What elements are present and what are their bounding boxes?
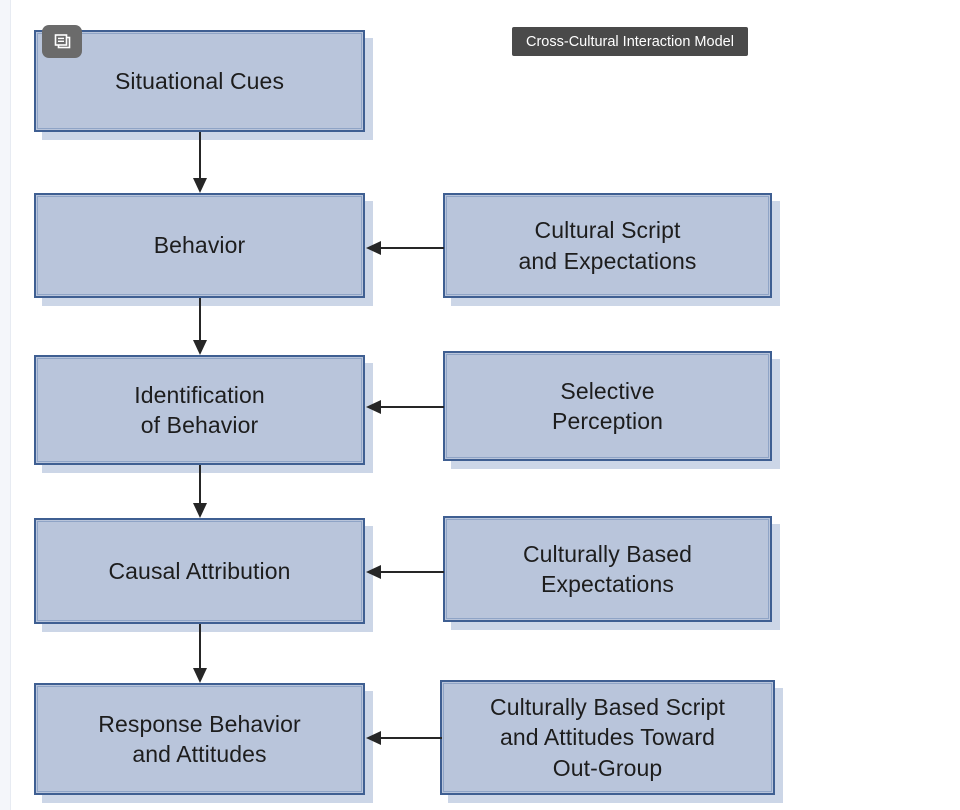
copy-slides-icon-button[interactable] [42, 25, 82, 58]
left-edge-rail [0, 0, 11, 810]
node-culturally-based-expectations[interactable]: Culturally Based Expectations [443, 516, 772, 622]
copy-slides-icon [54, 34, 71, 49]
node-response-behavior-and-attitudes[interactable]: Response Behavior and Attitudes [34, 683, 365, 795]
node-label: Causal Attribution [108, 557, 291, 584]
diagram-title-tooltip: Cross-Cultural Interaction Model [512, 27, 748, 56]
node-label: Situational Cues [114, 67, 285, 94]
arrow-head-left-icon [366, 565, 381, 579]
node-identification-of-behavior[interactable]: Identification of Behavior [34, 355, 365, 465]
arrow-head-down-icon [193, 178, 207, 193]
arrow-stem [199, 624, 201, 669]
arrow-stem [199, 132, 201, 179]
arrow-stem [199, 465, 201, 504]
node-label: Culturally Based Script and Attitudes To… [490, 693, 725, 781]
arrow-head-down-icon [193, 668, 207, 683]
arrow-stem [199, 298, 201, 341]
arrow-head-down-icon [193, 503, 207, 518]
arrow-stem [379, 247, 444, 249]
arrow-head-left-icon [366, 400, 381, 414]
arrow-stem [379, 571, 444, 573]
arrow-head-left-icon [366, 241, 381, 255]
node-label: Behavior [153, 232, 246, 259]
node-selective-perception[interactable]: Selective Perception [443, 351, 772, 461]
node-causal-attribution[interactable]: Causal Attribution [34, 518, 365, 624]
arrow-stem [379, 737, 442, 739]
node-label: Identification of Behavior [134, 381, 265, 438]
arrow-head-left-icon [366, 731, 381, 745]
arrow-stem [379, 406, 444, 408]
arrow-head-down-icon [193, 340, 207, 355]
node-cultural-script-and-expectations[interactable]: Cultural Script and Expectations [443, 193, 772, 298]
node-culturally-based-script-out-group[interactable]: Culturally Based Script and Attitudes To… [440, 680, 775, 795]
node-label: Cultural Script and Expectations [518, 217, 697, 274]
node-behavior[interactable]: Behavior [34, 193, 365, 298]
node-label: Selective Perception [552, 377, 663, 434]
node-label: Response Behavior and Attitudes [98, 710, 301, 767]
tooltip-label: Cross-Cultural Interaction Model [526, 33, 734, 50]
node-situational-cues[interactable]: Situational Cues [34, 30, 365, 132]
node-label: Culturally Based Expectations [522, 540, 693, 597]
